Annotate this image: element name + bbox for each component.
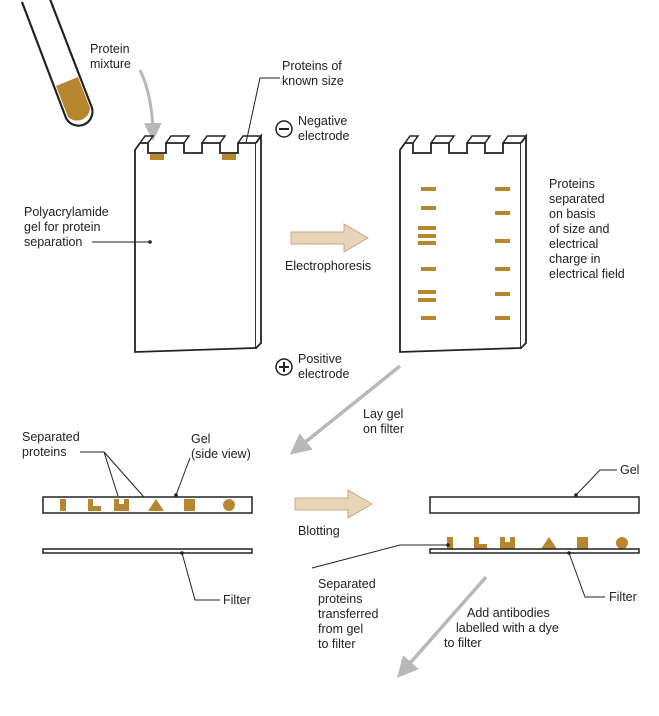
leader-transferred	[311, 544, 448, 569]
filter-right	[429, 548, 640, 554]
band	[421, 316, 436, 320]
arrow-add-antibodies	[397, 575, 488, 678]
protein-shape	[148, 499, 164, 511]
band	[418, 290, 436, 294]
leader-gel-right	[575, 469, 617, 496]
band	[495, 292, 510, 296]
band	[418, 241, 436, 245]
label-proteins-separated: Proteins separated on basis of size and …	[549, 177, 625, 281]
arrow-lay-gel	[289, 364, 402, 455]
leader-dot	[174, 493, 178, 497]
gel-slab-before	[134, 133, 263, 353]
band	[418, 234, 436, 238]
label-negative-electrode: Negative electrode	[298, 114, 351, 143]
label-protein-mixture: Protein mixture	[90, 42, 133, 71]
leader-known-size	[243, 77, 280, 153]
gel-side-view	[42, 496, 253, 514]
label-known-size: Proteins of known size	[282, 59, 345, 88]
protein-shape	[577, 537, 588, 549]
protein-mixture-liquid	[56, 77, 90, 121]
protein-shape	[447, 537, 453, 549]
protein-shape	[60, 499, 66, 511]
plus-circle-icon	[275, 358, 293, 376]
band	[495, 267, 510, 271]
leader-filter-right	[568, 552, 605, 598]
leader-proteins-1	[80, 451, 119, 497]
label-polyacrylamide-gel: Polyacrylamide gel for protein separatio…	[24, 205, 112, 249]
band	[418, 298, 436, 302]
protein-shape	[500, 537, 515, 549]
band	[421, 267, 436, 271]
protein-shapes-on-filter	[447, 537, 628, 549]
label-separated-proteins: Separated proteins	[22, 430, 83, 459]
marker-in-well	[222, 154, 236, 160]
gel-after-blot	[429, 496, 640, 514]
leader-dot	[180, 551, 184, 555]
label-gel: Gel	[620, 463, 639, 477]
protein-shapes-in-gel	[60, 499, 235, 511]
arrow-mixture-to-well	[138, 69, 162, 141]
blotting-arrow	[294, 489, 373, 519]
label-gel-side-view: Gel (side view)	[191, 432, 251, 461]
label-transferred: Separated proteins transferred from gel …	[318, 577, 382, 651]
band	[495, 316, 510, 320]
band	[495, 239, 510, 243]
protein-shape	[88, 499, 101, 511]
leader-dot	[148, 240, 152, 244]
label-positive-electrode: Positive electrode	[298, 352, 349, 381]
band	[421, 187, 436, 191]
leader-dot	[567, 551, 571, 555]
band	[495, 187, 510, 191]
band	[495, 211, 510, 215]
leader-dot	[446, 543, 450, 547]
protein-shape	[114, 499, 129, 511]
protein-shape	[474, 537, 487, 549]
filter-left	[42, 548, 253, 554]
protein-shape	[223, 499, 235, 511]
protein-shape	[541, 537, 557, 549]
label-electrophoresis: Electrophoresis	[285, 259, 371, 273]
leader-gel-side	[175, 457, 191, 496]
leader-filter-left	[181, 552, 220, 601]
label-filter-right: Filter	[609, 590, 637, 604]
protein-shape	[616, 537, 628, 549]
label-filter-left: Filter	[223, 593, 251, 607]
minus-circle-icon	[275, 120, 293, 138]
leader-dot	[574, 493, 578, 497]
band	[418, 226, 436, 230]
label-lay-gel: Lay gel on filter	[363, 407, 407, 436]
protein-shape	[184, 499, 195, 511]
sample-lane-bands	[418, 187, 436, 320]
sample-in-well	[150, 154, 164, 160]
test-tube	[21, 0, 94, 127]
label-add-antibodies: Add antibodies labelled with a dye to fi…	[444, 606, 562, 650]
marker-lane-bands	[495, 187, 510, 320]
electrophoresis-arrow	[290, 223, 369, 253]
label-blotting: Blotting	[298, 524, 340, 538]
band	[421, 206, 436, 210]
leader-proteins-2	[103, 451, 152, 506]
